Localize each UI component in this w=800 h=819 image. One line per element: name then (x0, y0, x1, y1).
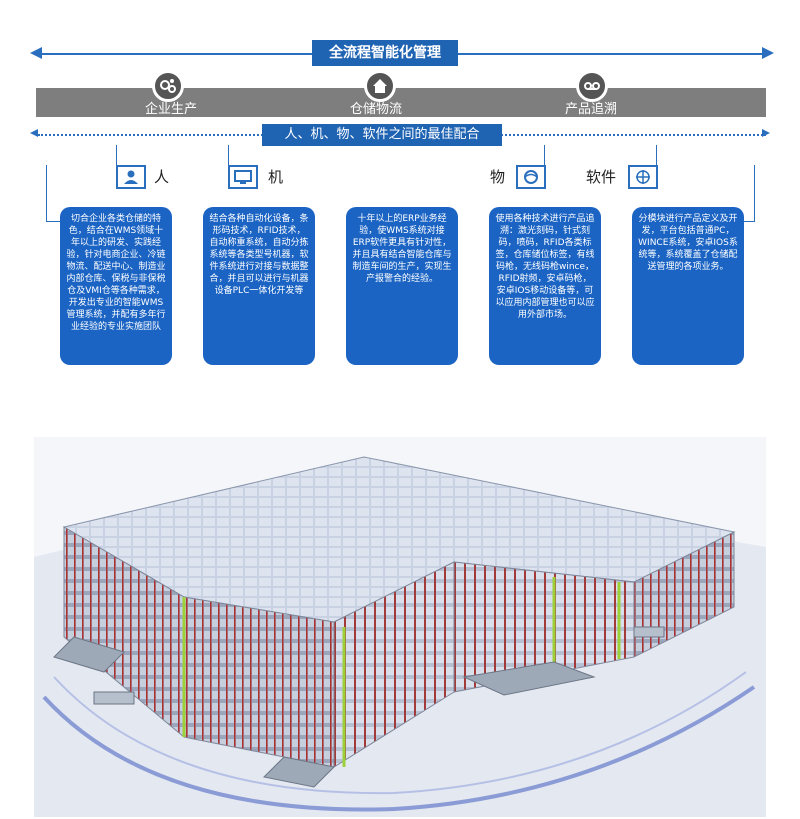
bracket-line (46, 165, 47, 222)
card-machine: 结合各种自动化设备，条形码技术，RFID技术，自动称重系统，自动分拣系统等各类型… (203, 207, 315, 365)
house-icon (364, 70, 396, 102)
page-title: 全流程智能化管理 (312, 40, 458, 66)
arrow-right-icon (762, 47, 774, 59)
page-subtitle: 人、机、物、软件之间的最佳配合 (262, 124, 502, 146)
arrow-right-icon (762, 129, 770, 137)
globe-icon (516, 165, 546, 189)
bracket-line (46, 221, 60, 222)
warehouse-illustration (34, 437, 766, 817)
bracket-line (116, 145, 117, 165)
bracket-line (656, 145, 657, 165)
bracket-line (228, 145, 229, 165)
person-icon (116, 165, 146, 189)
card-software: 分模块进行产品定义及开发，平台包括普通PC，WINCE系统，安卓IOS系统等，系… (632, 207, 744, 365)
bracket-line (544, 145, 545, 165)
card-person: 切合企业各类仓储的特色，结合在WMS领域十年以上的研发、实践经验，针对电商企业、… (60, 207, 172, 365)
category-label-material: 物 (490, 168, 506, 186)
monitor-icon (228, 165, 258, 189)
tape-icon (576, 70, 608, 102)
bracket-line (754, 165, 755, 222)
card-material: 使用各种技术进行产品追溯：激光刻码，针式刻码，喷码，RFID各类标签，仓库储位标… (489, 207, 601, 365)
band-label-trace: 产品追溯 (565, 102, 618, 117)
category-label-machine: 机 (268, 168, 284, 186)
arrow-left-icon (30, 129, 38, 137)
gears-icon (152, 70, 184, 102)
band-label-logistics: 仓储物流 (350, 102, 403, 117)
band-label-production: 企业生产 (145, 102, 198, 117)
target-icon (628, 165, 658, 189)
category-label-person: 人 (154, 168, 170, 186)
bracket-line (740, 221, 754, 222)
card-erp: 十年以上的ERP业务经验，使WMS系统对接ERP软件更具有针对性，并且具有结合智… (346, 207, 458, 365)
category-label-software: 软件 (586, 168, 617, 186)
arrow-left-icon (30, 47, 42, 59)
